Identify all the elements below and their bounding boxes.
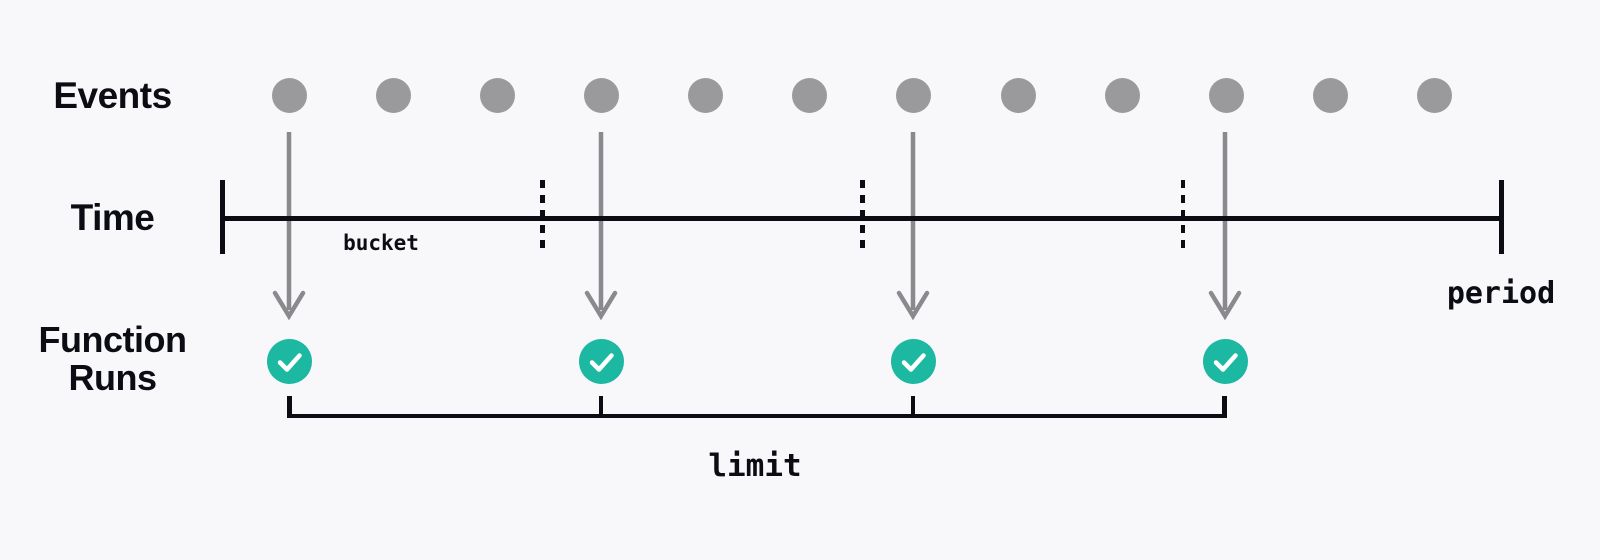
limit-bracket-stub — [598, 396, 604, 414]
event-dot — [584, 77, 620, 113]
bucket-divider-dashed-line — [1180, 180, 1185, 255]
limit-bracket-stub — [287, 396, 292, 414]
period-label: period — [1446, 276, 1556, 311]
function-runs-row-label: Function Runs — [0, 321, 225, 397]
event-dot — [1208, 77, 1244, 113]
limit-bracket — [287, 396, 1227, 418]
event-dot — [1312, 77, 1348, 113]
function-runs-row — [267, 339, 1248, 384]
time-row-label: Time — [70, 197, 155, 238]
bucket-divider-dashed-line — [540, 180, 545, 255]
function-run-badge — [579, 339, 624, 384]
event-dot — [688, 77, 724, 113]
event-dot — [1416, 77, 1452, 113]
event-dot — [1000, 77, 1036, 113]
down-arrow-icon — [1208, 132, 1242, 320]
limit-bracket-stub — [910, 396, 916, 414]
event-dot — [376, 77, 412, 113]
function-run-badge — [1203, 339, 1248, 384]
function-runs-label-line1: Function — [38, 319, 187, 360]
down-arrow-icon — [272, 132, 306, 320]
event-arrows-row — [272, 130, 1242, 320]
event-dot — [272, 77, 307, 113]
function-run-badge — [267, 339, 312, 384]
bucket-label: bucket — [343, 231, 419, 255]
check-icon — [277, 353, 302, 372]
event-dot — [896, 77, 932, 113]
function-run-badge — [891, 339, 936, 384]
event-dot — [792, 77, 828, 113]
function-runs-label-line2: Runs — [68, 357, 158, 398]
events-row-label: Events — [53, 75, 172, 116]
check-icon — [589, 353, 614, 372]
events-dot-row — [272, 77, 1452, 113]
event-dot — [480, 77, 516, 113]
limit-label: limit — [708, 448, 802, 484]
check-icon — [901, 353, 926, 372]
limit-bracket-stub — [1222, 396, 1227, 414]
down-arrow-icon — [896, 132, 930, 320]
down-arrow-icon — [584, 132, 618, 320]
check-icon — [1213, 353, 1238, 372]
bucket-divider-dashed-line — [860, 180, 865, 255]
event-dot — [1104, 77, 1140, 113]
timeline-end-tick — [1499, 180, 1504, 254]
